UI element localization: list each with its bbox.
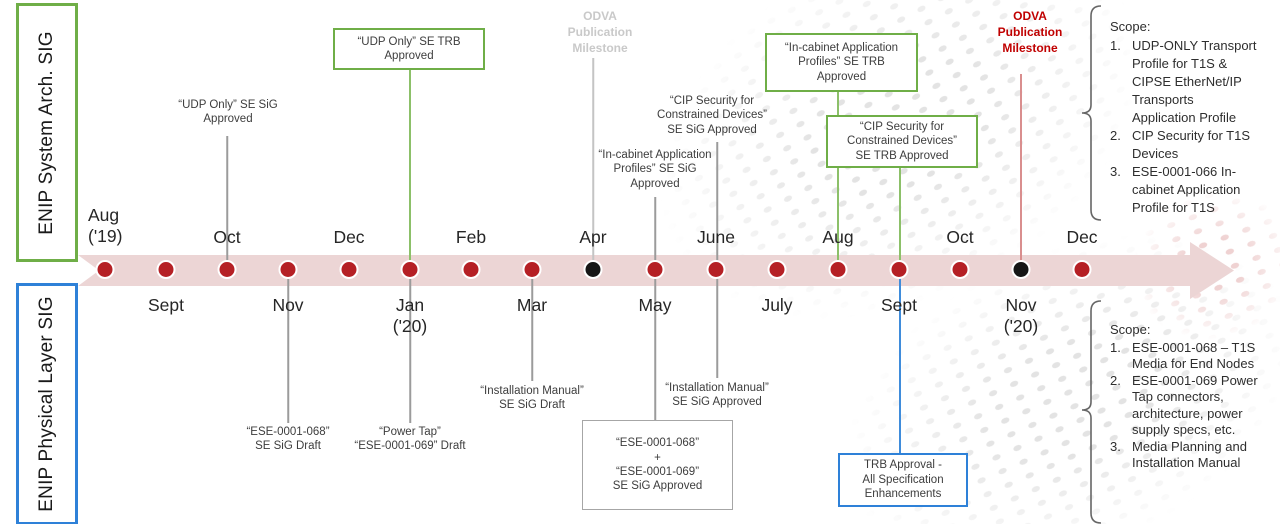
month-label-jan20: Jan ('20)	[392, 295, 428, 336]
month-label-dec19: Dec	[333, 227, 365, 247]
month-label-dec20: Dec	[1066, 227, 1098, 247]
timeline-dot-publication	[583, 260, 603, 279]
timeline-dot-milestone	[706, 260, 726, 279]
scope-phys-item-1: 1. ESE-0001-068 – T1S Media for End Node…	[1110, 339, 1256, 372]
month-label-oct20: Oct	[946, 227, 974, 247]
sig-box-physical-layer: ENIP Physical Layer SIG	[16, 283, 78, 524]
connector-nov20	[1020, 74, 1022, 270]
month-label-mar20: Mar	[516, 295, 548, 315]
scope-arch-item-2: 2. CIP Security for T1S Devices	[1110, 128, 1251, 161]
scope-phys-brace	[1081, 300, 1102, 524]
milestone-cipsec-sig-approved: “CIP Security for Constrained Devices” S…	[657, 95, 767, 136]
timeline-dot-milestone	[645, 260, 665, 279]
scope-arch-item-1: 1. UDP-ONLY Transport Profile for T1S & …	[1110, 38, 1257, 125]
milestone-powertap-draft: “Power Tap” “ESE-0001-069” Draft	[354, 426, 466, 453]
scope-arch-item-3: 3. ESE-0001-066 In- cabinet Application …	[1110, 164, 1241, 215]
milestone-trb-approval-all: TRB Approval - All Specification Enhance…	[838, 453, 968, 507]
timeline-dot-milestone	[522, 260, 542, 279]
milestone-ese-sig-approved: “ESE-0001-068” + “ESE-0001-069” SE SiG A…	[582, 420, 733, 510]
timeline-dot-milestone	[828, 260, 848, 279]
sig-label-system-arch: ENIP System Arch. SIG	[36, 30, 57, 235]
month-label-nov20: Nov ('20)	[1003, 295, 1039, 336]
sig-box-system-arch: ENIP System Arch. SIG	[16, 3, 78, 262]
milestone-installation-manual-draft: “Installation Manual” SE SiG Draft	[480, 385, 584, 412]
timeline-dot-milestone	[400, 260, 420, 279]
month-label-apr20: Apr	[579, 227, 607, 247]
month-label-aug19: Aug ('19)	[88, 205, 123, 246]
timeline-dot-milestone	[278, 260, 298, 279]
timeline-dot-milestone	[1072, 260, 1092, 279]
month-label-feb20: Feb	[455, 227, 487, 247]
timeline-dot-milestone	[217, 260, 237, 279]
timeline-dot-milestone	[767, 260, 787, 279]
connector-jan20	[409, 70, 411, 270]
sig-label-physical-layer: ENIP Physical Layer SIG	[36, 296, 57, 512]
milestone-odva-publication-pending: ODVA Publication Milestone	[567, 9, 633, 55]
month-label-oct19: Oct	[213, 227, 241, 247]
month-label-nov19: Nov	[272, 295, 304, 315]
connector-oct19	[226, 136, 228, 270]
scope-arch: Scope: 1. UDP-ONLY Transport Profile for…	[1110, 18, 1280, 217]
connector-nov19-bottom	[287, 270, 289, 423]
connector-june20-bottom	[716, 270, 718, 378]
month-label-june20: June	[697, 227, 735, 247]
scope-phys-item-3: 3. Media Planning and Installation Manua…	[1110, 438, 1247, 471]
connector-sept20-top	[899, 168, 901, 270]
milestone-odva-publication-published: ODVA Publication Milestone	[997, 9, 1063, 55]
milestone-cipsec-trb-approved: “CIP Security for Constrained Devices” S…	[826, 115, 978, 168]
month-label-sept20: Sept	[881, 295, 917, 315]
month-label-sept19: Sept	[148, 295, 184, 315]
milestone-incab-sig-approved: “In-cabinet Application Profiles” SE SiG…	[598, 149, 712, 190]
milestone-installation-manual-approved: “Installation Manual” SE SiG Approved	[665, 382, 769, 409]
milestone-udp-sig-approved: “UDP Only” SE SiG Approved	[178, 99, 278, 126]
connector-jan20-bottom	[409, 270, 411, 423]
month-label-aug20: Aug	[822, 227, 854, 247]
timeline-dot-milestone	[339, 260, 359, 279]
timeline-dot-milestone	[95, 260, 115, 279]
milestone-udp-trb-approved: “UDP Only” SE TRB Approved	[333, 28, 485, 70]
scope-phys-item-2: 2. ESE-0001-069 Power Tap connectors, ar…	[1110, 372, 1258, 438]
milestone-ese068-draft: “ESE-0001-068” SE SiG Draft	[246, 426, 330, 453]
scope-phys-title: Scope:	[1110, 322, 1151, 337]
milestone-incab-trb-approved: “In-cabinet Application Profiles” SE TRB…	[765, 33, 918, 92]
timeline-dot-milestone	[889, 260, 909, 279]
timeline-dot-publication	[1011, 260, 1031, 279]
connector-mar20-bottom	[531, 270, 533, 381]
timeline-dot-milestone	[156, 260, 176, 279]
scope-arch-title: Scope:	[1110, 19, 1151, 34]
timeline-dot-milestone	[461, 260, 481, 279]
timeline-dot-milestone	[950, 260, 970, 279]
scope-phys: Scope: 1. ESE-0001-068 – T1S Media for E…	[1110, 322, 1280, 472]
month-label-may20: May	[638, 295, 672, 315]
month-label-july20: July	[761, 295, 793, 315]
scope-arch-brace	[1081, 5, 1102, 221]
